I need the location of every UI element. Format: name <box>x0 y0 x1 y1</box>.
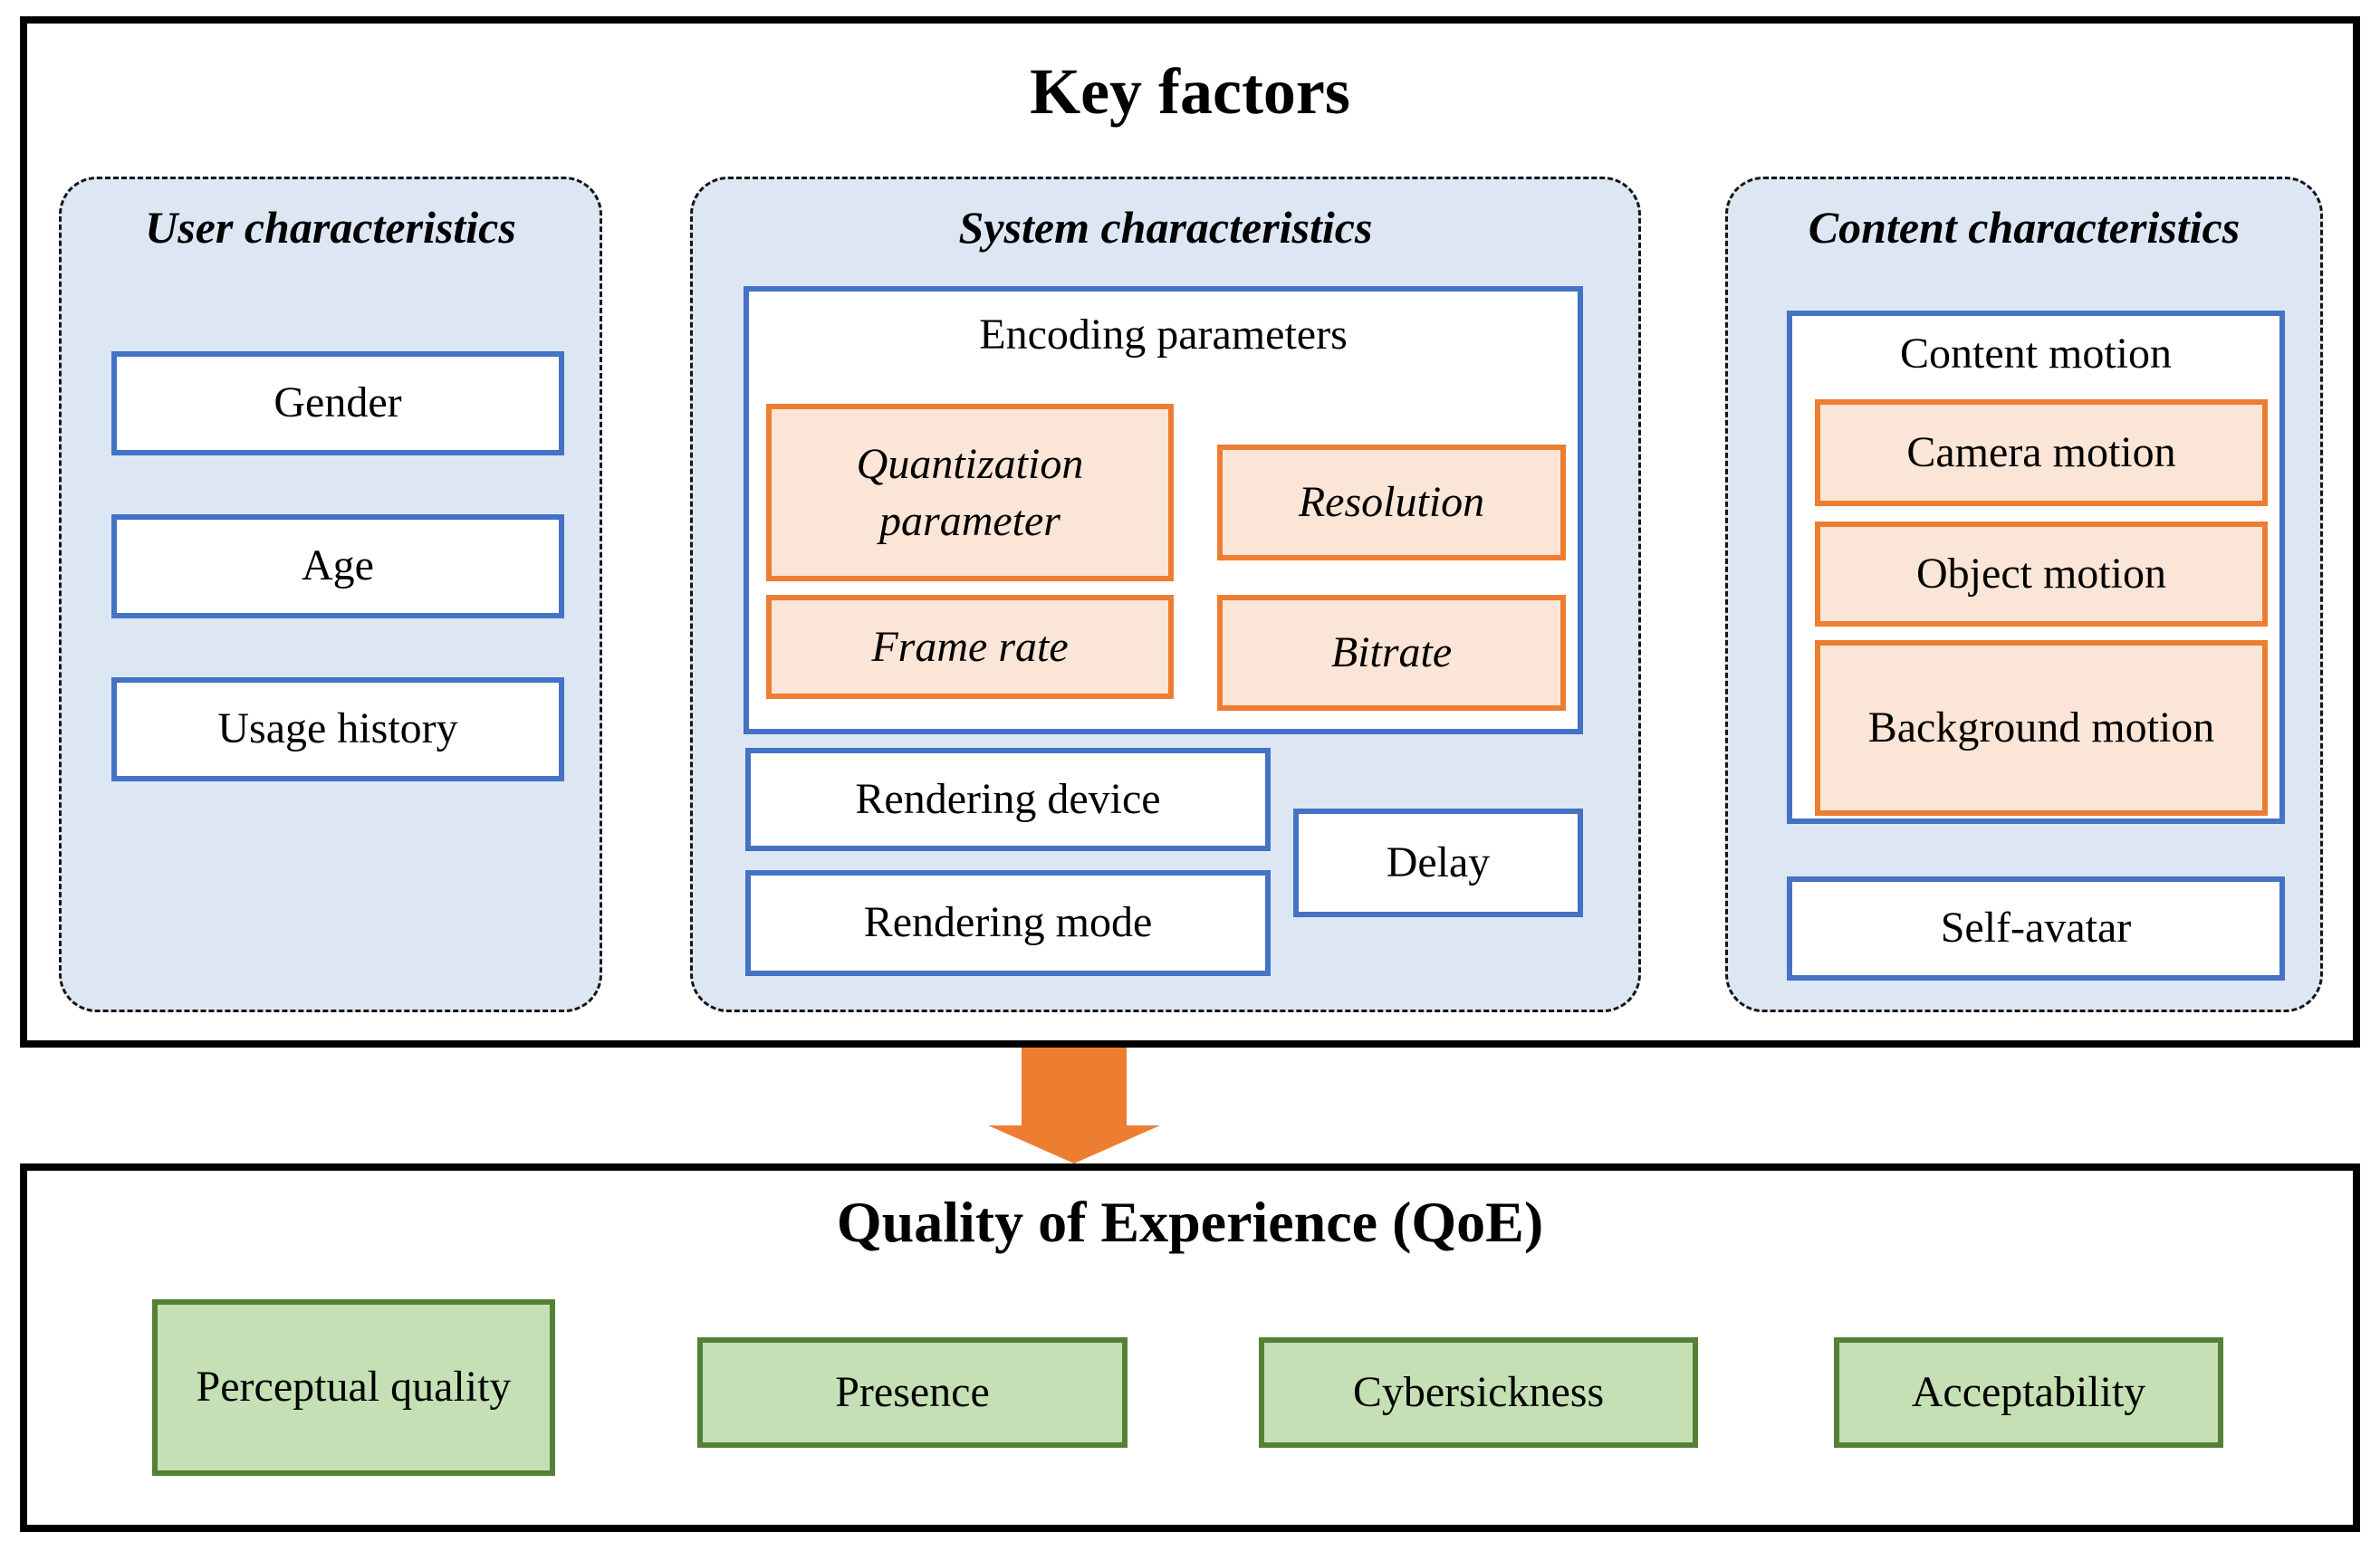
box-presence: Presence <box>697 1337 1128 1448</box>
box-cybersickness: Cybersickness <box>1259 1337 1698 1448</box>
box-age: Age <box>111 514 564 618</box>
box-self-avatar: Self-avatar <box>1787 876 2285 981</box>
box-perceptual-quality: Perceptual quality <box>152 1299 555 1476</box>
user-characteristics-title: User characteristics <box>145 202 516 253</box>
box-bitrate: Bitrate <box>1217 595 1566 711</box>
down-arrow-head <box>988 1125 1160 1163</box>
qoe-section: Quality of Experience (QoE) Perceptual q… <box>20 1163 2360 1532</box>
system-characteristics-title: System characteristics <box>958 202 1373 253</box>
box-background-motion: Background motion <box>1815 640 2268 816</box>
box-camera-motion: Camera motion <box>1815 399 2268 506</box>
box-gender: Gender <box>111 351 564 455</box>
content-characteristics-panel: Content characteristics Content motion C… <box>1725 177 2323 1012</box>
encoding-parameters-group: Encoding parameters Quantization paramet… <box>744 286 1583 734</box>
content-characteristics-title: Content characteristics <box>1808 202 2241 253</box>
content-motion-group: Content motion Camera motion Object moti… <box>1787 311 2285 824</box>
down-arrow-icon <box>988 1048 1160 1163</box>
key-factors-section: Key factors User characteristics Gender … <box>20 16 2360 1048</box>
down-arrow-stem <box>1022 1048 1127 1127</box>
user-characteristics-panel: User characteristics Gender Age Usage hi… <box>59 177 602 1012</box>
box-usage-history: Usage history <box>111 677 564 781</box>
box-quantization-parameter: Quantization parameter <box>766 404 1174 581</box>
box-acceptability: Acceptability <box>1834 1337 2223 1448</box>
content-motion-title: Content motion <box>1900 330 2172 378</box>
encoding-parameters-title: Encoding parameters <box>979 311 1348 359</box>
key-factors-title: Key factors <box>1030 55 1350 128</box>
box-rendering-device: Rendering device <box>745 748 1271 851</box>
box-object-motion: Object motion <box>1815 522 2268 627</box>
qoe-title: Quality of Experience (QoE) <box>836 1190 1544 1254</box>
box-frame-rate: Frame rate <box>766 595 1174 699</box>
box-rendering-mode: Rendering mode <box>745 870 1271 976</box>
box-resolution: Resolution <box>1217 445 1566 560</box>
box-delay: Delay <box>1293 809 1583 917</box>
system-characteristics-panel: System characteristics Encoding paramete… <box>690 177 1641 1012</box>
